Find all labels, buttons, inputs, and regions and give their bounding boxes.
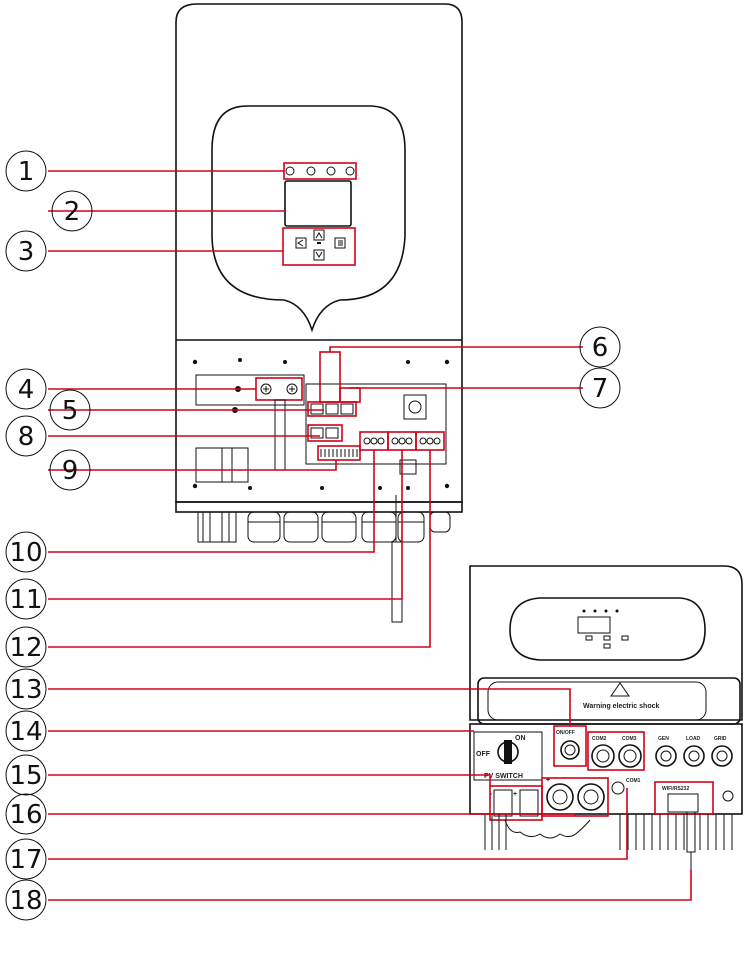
com3-label: COM3 [622,736,637,742]
callout-7: 7 [579,367,621,409]
callout-18: 18 [5,879,47,921]
cover-screws [192,358,450,490]
svg-text:PV SWITCH: PV SWITCH [484,773,523,780]
svg-text:2: 2 [64,197,81,227]
callout-markers: 1 2 3 4 5 6 7 8 9 10 11 12 13 14 15 16 1… [5,150,621,921]
svg-text:3: 3 [18,237,35,267]
load-label: LOAD [686,736,701,742]
svg-text:12: 12 [9,633,42,663]
inverter-front-view [175,3,463,623]
inverter-bottom-panel-view: Warning electric shock ON OFF PV SWITCH … [469,565,743,870]
svg-text:+: + [513,791,517,798]
callout-15: 15 [5,754,47,796]
svg-text:5: 5 [62,396,79,426]
callout-17: 17 [5,838,47,880]
callout-8: 8 [5,415,47,457]
wifi-label: WIFI/RS232 [662,786,689,792]
callout-10: 10 [5,531,47,573]
svg-text:13: 13 [9,675,42,705]
on-off-label: ON/OFF [556,730,575,736]
callout-14: 14 [5,710,47,752]
svg-text:4: 4 [18,375,35,405]
display-bezel [211,105,406,333]
callout-4: 4 [5,368,47,410]
callout-11: 11 [5,578,47,620]
svg-text:18: 18 [9,886,42,916]
svg-text:6: 6 [592,333,609,363]
small-display [509,597,706,661]
svg-text:10: 10 [9,538,42,568]
svg-text:ON: ON [515,735,526,742]
callout-12: 12 [5,626,47,668]
svg-text:1: 1 [18,157,35,187]
svg-text:14: 14 [9,717,42,747]
svg-text:OFF: OFF [476,751,491,758]
callout-6: 6 [579,326,621,368]
com2-label: COM2 [592,736,607,742]
cable-glands [197,495,451,623]
leader-lines [48,170,692,901]
callout-1: 1 [5,150,47,192]
gen-label: GEN [658,736,669,742]
callout-2: 2 [51,190,93,232]
communication-board [305,351,447,475]
grid-label: GRID [714,736,727,742]
svg-text:7: 7 [592,374,609,404]
pv-switch: ON OFF PV SWITCH [473,731,543,781]
svg-text:9: 9 [62,456,79,486]
led-indicators [283,162,357,180]
svg-text:16: 16 [9,800,42,830]
callout-3: 3 [5,230,47,272]
svg-text:+: + [546,777,550,784]
com1-label: COM1 [626,778,641,784]
callout-13: 13 [5,668,47,710]
svg-text:8: 8 [18,422,35,452]
function-buttons [282,227,356,266]
warning-label: Warning electric shock [583,703,659,710]
battery-terminals [195,374,305,483]
lcd-screen [284,180,352,227]
callout-5: 5 [49,389,91,431]
svg-text:11: 11 [9,585,42,615]
callout-9: 9 [49,449,91,491]
svg-text:15: 15 [9,761,42,791]
svg-text:-: - [490,791,493,798]
svg-text:17: 17 [9,845,42,875]
callout-16: 16 [5,793,47,835]
